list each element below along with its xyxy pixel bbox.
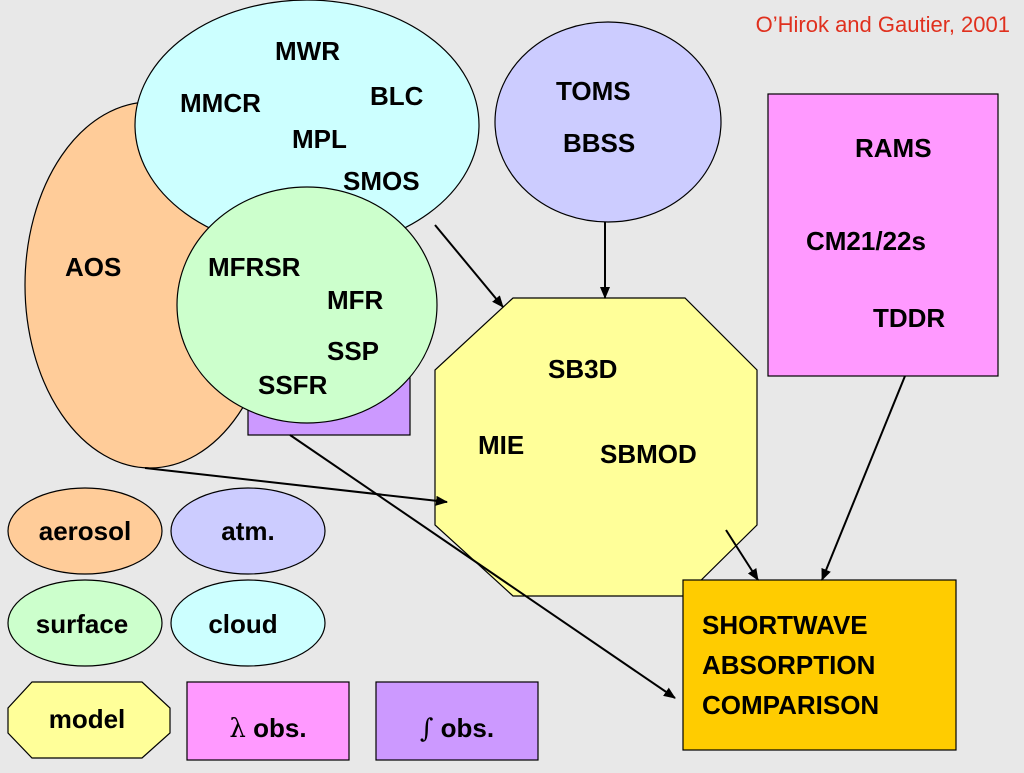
legend-aerosol-swatch [7,487,163,575]
model-mie: MIE [478,430,524,460]
instrument-mwr: MWR [275,36,340,66]
lambda-obs-box [767,93,999,377]
arrow-lambda-to-target [821,375,906,581]
target-line-2: ABSORPTION [702,650,875,680]
model-sbmod: SBMOD [600,439,697,469]
instrument-mfr: MFR [327,285,384,315]
arrow-aos-to-model [144,467,448,506]
legend-model-swatch [7,681,171,759]
legend-surface-label: surface [36,609,129,639]
legend-model-label: model [49,704,126,734]
atm-instruments-ellipse [494,21,722,223]
target-line-1: SHORTWAVE [702,610,868,640]
legend-integral-obs-label: ∫ obs. [420,713,494,744]
legend-atm-swatch [170,487,326,575]
instrument-mmcr: MMCR [180,88,261,118]
legend-surface-swatch [7,579,163,667]
instrument-mpl: MPL [292,124,347,154]
arrow-model-to-target [725,529,759,581]
legend-lambda-obs-label: λ obs. [229,713,306,744]
legend-aerosol-label: aerosol [39,516,132,546]
arrow-surface-to-target [289,434,676,699]
lambda-symbol: λ [229,714,245,744]
instrument-mfrsr: MFRSR [208,252,301,282]
integral-symbol: ∫ [420,714,434,744]
legend-atm-label: atm. [221,516,274,546]
instrument-cm21-22s: CM21/22s [806,226,926,256]
legend-cloud-label: cloud [208,609,277,639]
legend-lambda-obs-swatch [186,681,350,761]
arrow-cloud-to-model [434,224,504,308]
surface-instruments-circle [176,186,438,424]
model-sb3d: SB3D [548,354,617,384]
integral-obs-text: obs. [441,713,494,743]
instrument-blc: BLC [370,81,424,111]
instrument-tddr: TDDR [873,303,945,333]
shortwave-comparison-box [682,579,957,751]
lambda-obs-text: obs. [253,713,306,743]
instrument-smos: SMOS [343,166,420,196]
instrument-bbss: BBSS [563,128,635,158]
citation: O’Hirok and Gautier, 2001 [756,12,1010,37]
instrument-ssp: SSP [327,336,379,366]
instrument-rams: RAMS [855,133,932,163]
legend-integral-obs-swatch [375,681,539,761]
legend-cloud-swatch [170,579,326,667]
instrument-toms: TOMS [556,76,631,106]
aos-label: AOS [65,252,121,282]
target-line-3: COMPARISON [702,690,879,720]
instrument-ssfr: SSFR [258,370,328,400]
